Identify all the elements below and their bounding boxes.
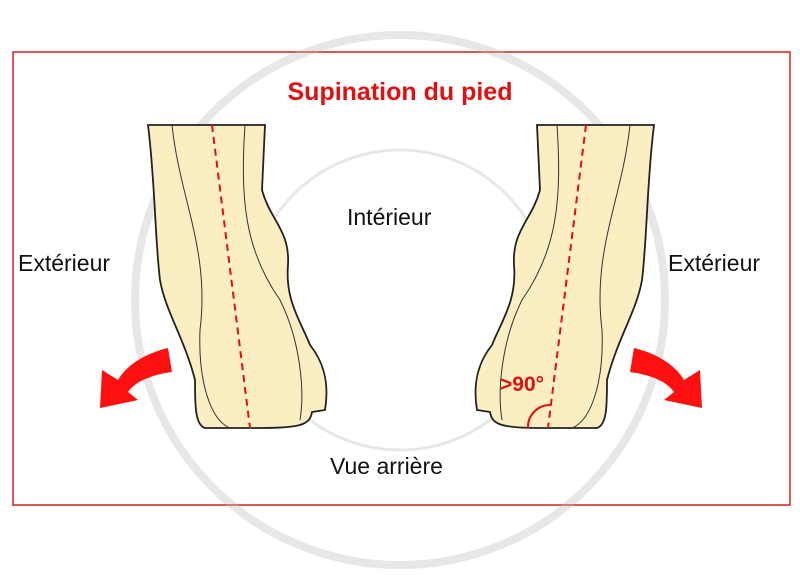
- label-exterior-left: Extérieur: [18, 250, 111, 276]
- arrow-left: [100, 348, 172, 408]
- label-exterior-right: Extérieur: [668, 250, 761, 276]
- angle-arc: [526, 403, 551, 429]
- label-rear-view: Vue arrière: [330, 453, 443, 479]
- frame: [12, 51, 791, 506]
- arrow-right: [630, 348, 702, 408]
- angle-label: >90°: [500, 373, 545, 396]
- diagram-title: Supination du pied: [287, 78, 513, 106]
- label-interior: Intérieur: [347, 204, 432, 230]
- left-foot: [146, 124, 328, 429]
- axis-line-right: [547, 124, 587, 429]
- right-foot: [474, 124, 656, 429]
- axis-line-left: [211, 124, 251, 429]
